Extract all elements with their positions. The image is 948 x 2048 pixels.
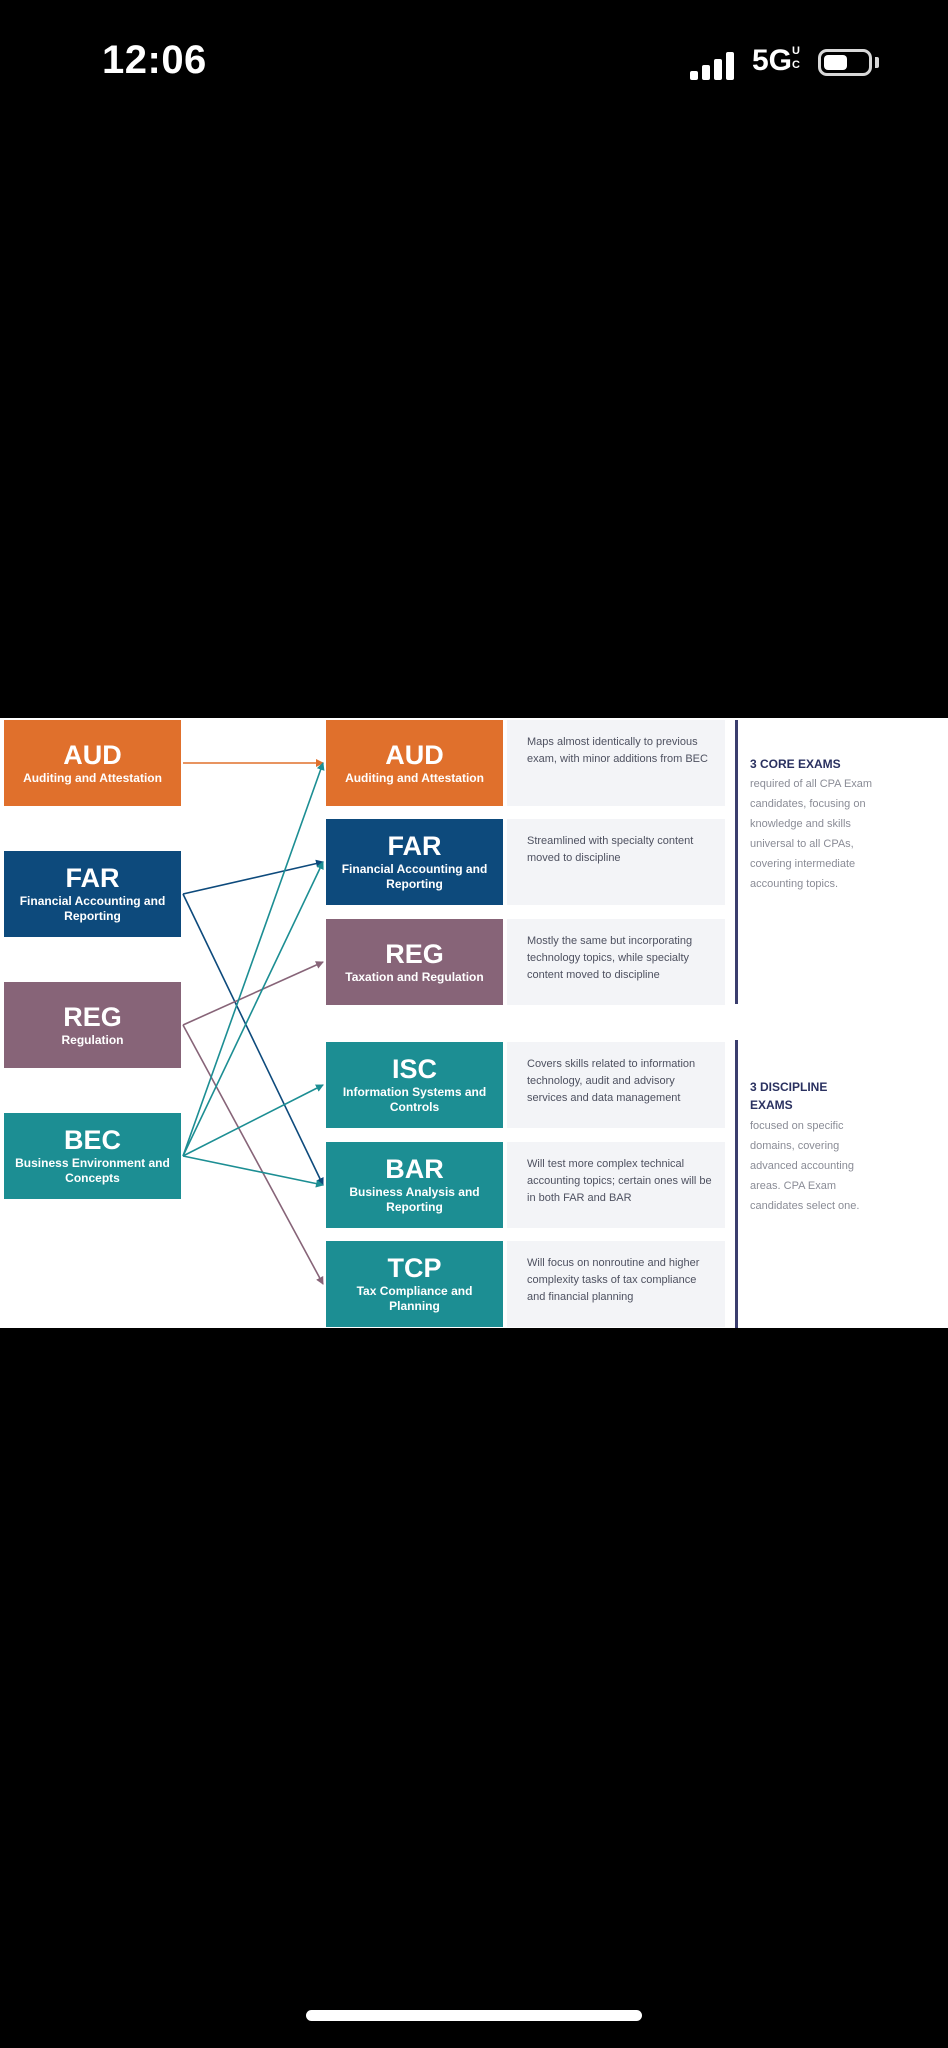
connector-far-to-far <box>182 859 324 895</box>
core-divider <box>735 720 738 1004</box>
exam-name: Auditing and Attestation <box>23 770 162 785</box>
exam-code: TCP <box>387 1253 442 1283</box>
exam-code: BAR <box>385 1154 444 1184</box>
exam-description-far: Streamlined with specialty content moved… <box>507 819 725 905</box>
new-exam-far: FAR Financial Accounting and Reporting <box>326 819 503 905</box>
network-superscript: UC <box>792 45 800 71</box>
home-indicator[interactable] <box>306 2010 642 2021</box>
network-label: 5GUC <box>752 44 804 78</box>
exam-code: AUD <box>63 739 122 770</box>
exam-code: REG <box>63 1001 122 1032</box>
exam-name: Information Systems and Controls <box>342 1085 487 1114</box>
signal-icon <box>690 50 738 80</box>
discipline-divider <box>735 1040 738 1328</box>
old-exam-aud: AUD Auditing and Attestation <box>4 720 181 806</box>
exam-code: AUD <box>385 739 444 770</box>
exam-code: REG <box>385 938 444 969</box>
new-exam-aud: AUD Auditing and Attestation <box>326 720 503 806</box>
core-exams-text: required of all CPA Exam candidates, foc… <box>750 778 873 890</box>
connector-bec-to-far <box>182 861 324 1157</box>
connector-bec-to-aud <box>182 762 325 1157</box>
new-exam-bar: BAR Business Analysis and Reporting <box>326 1142 503 1228</box>
connector-bec-to-isc <box>182 1084 324 1157</box>
new-exam-isc: ISC Information Systems and Controls <box>326 1042 503 1128</box>
old-exam-far: FAR Financial Accounting and Reporting <box>4 851 181 937</box>
old-exam-bec: BEC Business Environment and Concepts <box>4 1113 181 1199</box>
exam-name: Auditing and Attestation <box>345 770 484 785</box>
discipline-exams-title: 3 DISCIPLINE EXAMS <box>750 1080 828 1112</box>
exam-name: Business Analysis and Reporting <box>349 1185 480 1214</box>
exam-code: FAR <box>65 863 120 893</box>
exam-name: Business Environment and Concepts <box>15 1156 170 1185</box>
core-exams-title: 3 CORE EXAMS <box>750 757 841 771</box>
discipline-exams-text: focused on specific domains, covering ad… <box>750 1120 860 1212</box>
connector-bec-to-bar <box>182 1155 324 1188</box>
connector-reg-to-reg <box>182 961 324 1026</box>
exam-name: Regulation <box>61 1032 124 1047</box>
exam-description-isc: Covers skills related to information tec… <box>507 1042 725 1128</box>
battery-icon <box>818 49 872 76</box>
exam-code: ISC <box>391 1054 437 1084</box>
old-exam-reg: REG Regulation <box>4 982 181 1068</box>
exam-name: Financial Accounting and Reporting <box>19 894 166 923</box>
exam-description-reg: Mostly the same but incorporating techno… <box>507 919 725 1005</box>
status-time: 12:06 <box>102 38 207 82</box>
exam-code: BEC <box>63 1125 121 1155</box>
connector-lines <box>182 759 325 1285</box>
exam-name: Taxation and Regulation <box>345 969 484 984</box>
exam-description-tcp: Will focus on nonroutine and higher comp… <box>507 1241 725 1327</box>
exam-description-bar: Will test more complex technical account… <box>507 1142 725 1228</box>
new-exam-reg: REG Taxation and Regulation <box>326 919 503 1005</box>
exam-name: Financial Accounting and Reporting <box>341 862 488 891</box>
exam-code: FAR <box>387 831 442 861</box>
battery-tip <box>875 57 879 68</box>
connector-reg-to-tcp <box>182 1024 324 1285</box>
exam-name: Tax Compliance and Planning <box>356 1284 473 1313</box>
connector-far-to-bar <box>182 893 324 1186</box>
exam-description-aud: Maps almost identically to previous exam… <box>507 720 725 806</box>
new-exam-tcp: TCP Tax Compliance and Planning <box>326 1241 503 1327</box>
status-bar: 12:06 5GUC <box>0 0 948 130</box>
